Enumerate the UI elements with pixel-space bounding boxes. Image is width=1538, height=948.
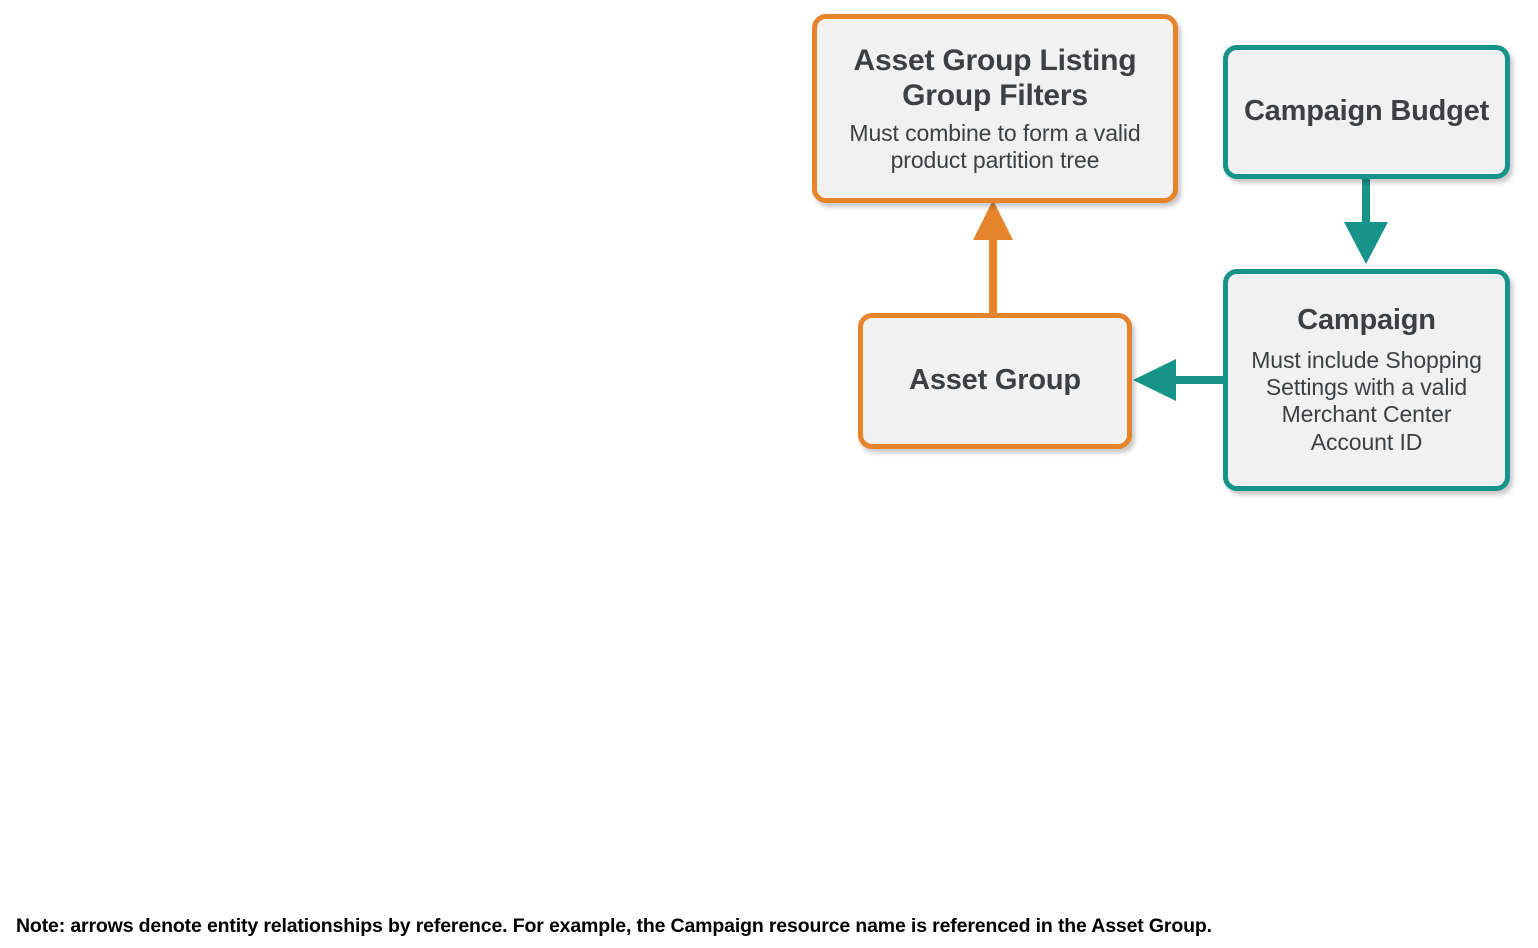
- edge-campaign-to-asset-group: [1133, 359, 1225, 401]
- edge-budget-to-campaign: [1344, 177, 1388, 264]
- node-title: Campaign Budget: [1243, 95, 1490, 128]
- node-campaign[interactable]: Campaign Must include Shopping Settings …: [1223, 269, 1510, 491]
- node-asset-group[interactable]: Asset Group: [858, 313, 1132, 449]
- node-subtitle: Must combine to form a valid product par…: [849, 119, 1141, 174]
- node-title: Asset Group: [909, 364, 1081, 397]
- node-asset-group-listing-group-filters[interactable]: Asset Group Listing Group Filters Must c…: [812, 14, 1178, 203]
- node-title: Asset Group Listing Group Filters: [853, 43, 1137, 112]
- diagram-footnote: Note: arrows denote entity relationships…: [16, 915, 1212, 937]
- node-subtitle: Must include Shopping Settings with a va…: [1251, 347, 1482, 455]
- node-campaign-budget[interactable]: Campaign Budget: [1223, 45, 1510, 179]
- edge-asset-group-to-filters: [973, 200, 1013, 315]
- node-title: Campaign: [1297, 304, 1436, 337]
